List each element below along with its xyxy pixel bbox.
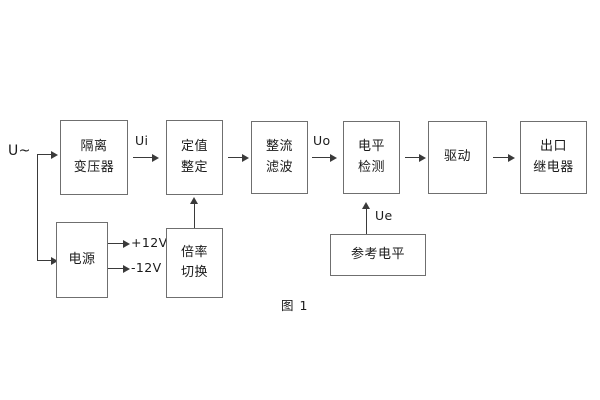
block-power-supply[interactable]: 电源 [56, 222, 108, 298]
arrowhead-ue [362, 202, 371, 209]
arrow-line-drive-to-relay [493, 157, 510, 159]
block-rectifier-filter-line1: 整流 [265, 139, 293, 155]
arrowhead-to-transformer [51, 150, 58, 159]
arrowhead-to-power-supply [51, 256, 58, 265]
block-output-relay-line1: 出口 [539, 139, 567, 155]
block-setting-value[interactable]: 定值 整定 [166, 120, 223, 195]
arrow-line-ue [366, 208, 368, 234]
block-setting-value-line1: 定值 [180, 139, 208, 155]
arrowhead-setting-to-rectifier [242, 153, 249, 162]
block-multiplier-switch-line1: 倍率 [180, 244, 208, 260]
signal-label-uo: Uo [313, 133, 331, 148]
rail-line-negative [108, 268, 125, 270]
arrowhead-multiplier-to-setting [190, 197, 199, 204]
arrow-line-setting-to-rectifier [228, 157, 244, 159]
rail-line-positive [108, 243, 125, 245]
block-level-detect-line2: 检测 [357, 159, 385, 175]
rail-label-negative: -12V [131, 260, 162, 275]
block-drive[interactable]: 驱动 [428, 121, 487, 194]
input-branch-to-transformer [37, 154, 53, 156]
block-level-detect[interactable]: 电平 检测 [343, 121, 400, 194]
block-reference-level-line1: 参考电平 [350, 246, 405, 262]
block-output-relay[interactable]: 出口 继电器 [520, 121, 587, 194]
block-isolation-transformer[interactable]: 隔离 变压器 [60, 120, 128, 195]
ac-input-label: U~ [8, 143, 31, 159]
arrow-line-multiplier-to-setting [194, 203, 196, 228]
arrowhead-drive-to-relay [508, 153, 515, 162]
arrowhead-rail-negative [123, 264, 130, 273]
rail-label-positive: +12V [131, 235, 168, 250]
block-isolation-transformer-line1: 隔离 [80, 139, 108, 155]
figure-caption: 图 1 [281, 298, 309, 313]
signal-label-ue: Ue [375, 208, 393, 223]
block-power-supply-line1: 电源 [68, 251, 96, 267]
input-trunk-vertical [37, 154, 39, 261]
arrowhead-level-to-drive [419, 153, 426, 162]
block-output-relay-line2: 继电器 [533, 159, 574, 175]
block-level-detect-line1: 电平 [357, 139, 385, 155]
block-reference-level[interactable]: 参考电平 [330, 234, 426, 276]
input-branch-to-power-supply [37, 260, 53, 262]
block-isolation-transformer-line2: 变压器 [73, 159, 115, 175]
arrow-line-level-to-drive [405, 157, 421, 159]
arrowhead-rail-positive [123, 239, 130, 248]
block-multiplier-switch[interactable]: 倍率 切换 [166, 228, 223, 298]
arrow-line-ui [133, 157, 154, 159]
block-multiplier-switch-line2: 切换 [180, 265, 208, 280]
arrow-line-uo [312, 157, 333, 159]
block-rectifier-filter[interactable]: 整流 滤波 [251, 121, 308, 194]
arrowhead-uo [330, 153, 337, 162]
block-drive-line1: 驱动 [443, 149, 471, 165]
block-setting-value-line2: 整定 [180, 159, 208, 175]
block-rectifier-filter-line2: 滤波 [265, 159, 293, 175]
signal-label-ui: Ui [135, 133, 149, 148]
arrowhead-ui [152, 153, 159, 162]
